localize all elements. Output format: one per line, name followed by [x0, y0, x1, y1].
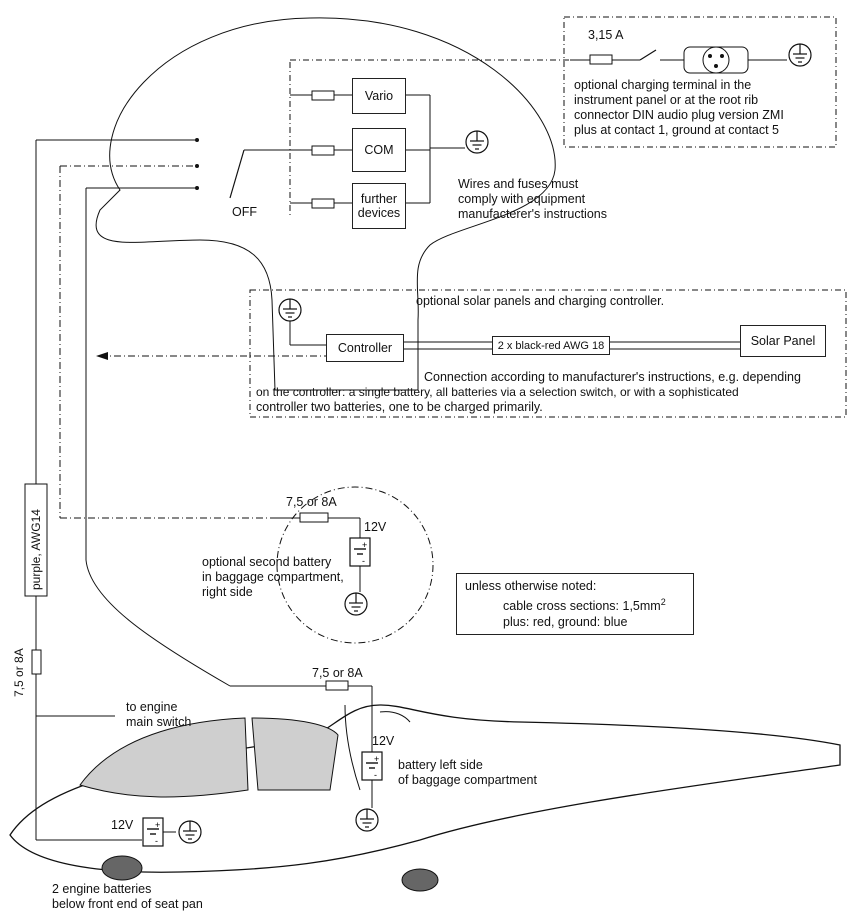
solar-connection-note-2: on the controller: a single battery, all…: [256, 385, 739, 399]
main-battery-fuse-label: 7,5 or 8A: [12, 648, 26, 697]
controller-box: Controller: [326, 334, 404, 362]
second-battery-fuse-label: 7,5 or 8A: [286, 495, 337, 509]
left-battery-label: battery left side of baggage compartment: [398, 758, 537, 787]
solar-connection-note-3: controller two batteries, one to be char…: [256, 400, 543, 414]
terminal-fuse-label: 3,15 A: [588, 28, 624, 42]
solar-connection-note-1: Connection according to manufacturer's i…: [424, 370, 801, 384]
cable-label: 2 x black-red AWG 18: [492, 336, 610, 355]
charging-terminal-text: optional charging terminal in the instru…: [574, 78, 784, 137]
cross-section-line-2: cable cross sections: 1,5mm2: [503, 597, 666, 614]
second-battery-circle: [276, 486, 434, 644]
left-battery-voltage: 12V: [372, 734, 395, 748]
switch-off-label: OFF: [232, 205, 257, 219]
cross-section-line-1: unless otherwise noted:: [465, 579, 597, 593]
charging-terminal-box: [563, 16, 837, 148]
engine-switch-label: to engine main switch: [126, 700, 192, 729]
further-devices-box: further devices: [352, 183, 406, 229]
com-box: COM: [352, 128, 406, 172]
solar-box: [249, 289, 847, 418]
engine-fuse-label: 7,5 or 8A: [312, 666, 363, 680]
engine-battery-voltage: 12V: [111, 818, 134, 832]
wires-note: Wires and fuses must comply with equipme…: [458, 177, 607, 221]
main-wire-label: purple, AWG14: [29, 509, 43, 590]
solar-panel-box: Solar Panel: [740, 325, 826, 357]
vario-box: Vario: [352, 78, 406, 114]
cross-section-line-3: plus: red, ground: blue: [503, 615, 628, 630]
second-battery-voltage: 12V: [364, 520, 387, 534]
second-battery-label: optional second battery in baggage compa…: [202, 555, 344, 599]
solar-title: optional solar panels and charging contr…: [416, 294, 665, 308]
cockpit-outline: [95, 17, 556, 391]
engine-batteries-label: 2 engine batteries below front end of se…: [52, 882, 203, 911]
cross-section-note: unless otherwise noted: cable cross sect…: [456, 573, 694, 636]
